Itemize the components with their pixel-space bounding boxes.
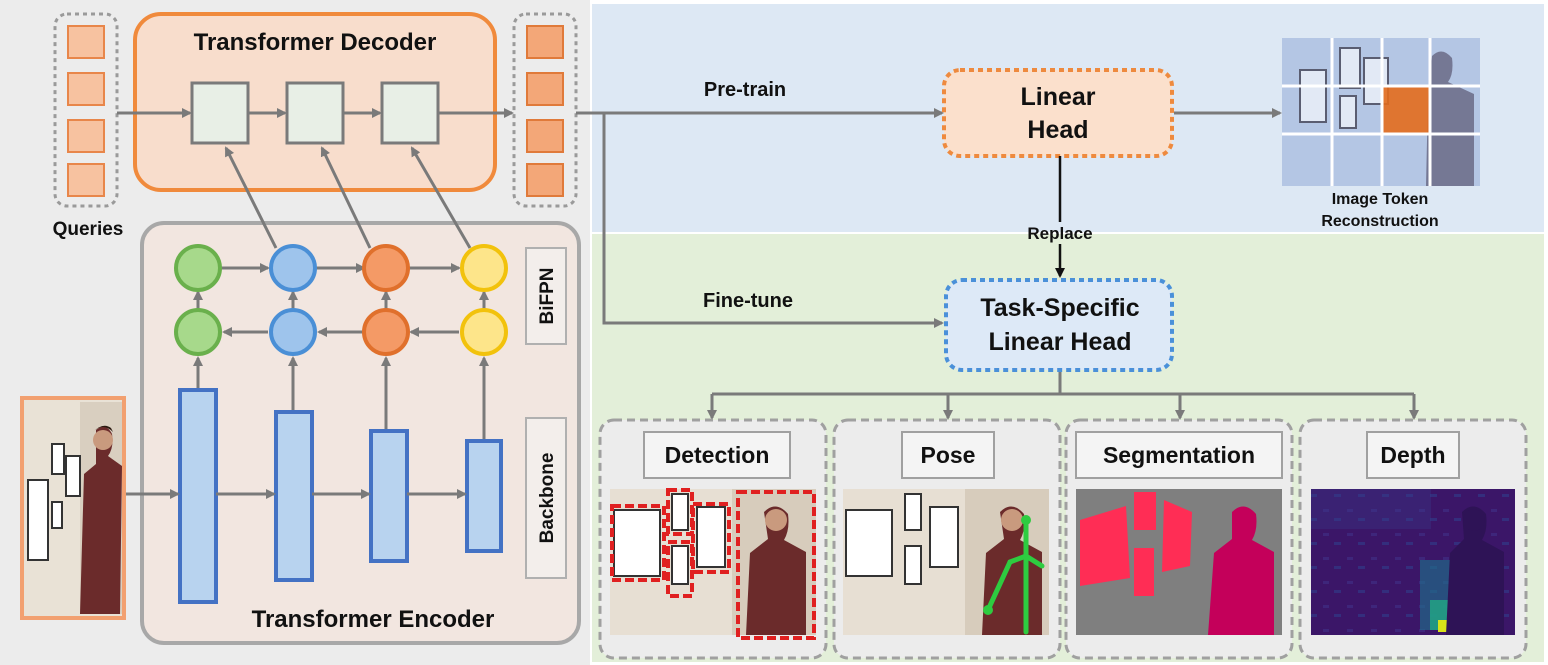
reconstruction-line1: Image Token bbox=[1332, 191, 1429, 208]
bifpn-arrows bbox=[193, 263, 489, 440]
task-panel-segmentation: Segmentation bbox=[1064, 418, 1294, 660]
detection-boxes bbox=[610, 488, 816, 640]
linear-head-line2: Head bbox=[1027, 116, 1088, 144]
backbone-label-box bbox=[525, 417, 567, 579]
replace-label: Replace bbox=[1027, 224, 1092, 243]
task-label-segmentation: Segmentation bbox=[1103, 442, 1255, 468]
reconstruction-grid bbox=[1282, 38, 1480, 186]
output-tokens-group bbox=[512, 12, 578, 208]
task-panel-pose: Pose bbox=[832, 418, 1062, 660]
linear-head-box bbox=[942, 68, 1174, 158]
backbone-label: Backbone bbox=[537, 453, 558, 544]
queries-label: Queries bbox=[53, 219, 124, 240]
bifpn-label-box bbox=[525, 247, 567, 345]
segmentation-masks bbox=[1080, 492, 1192, 596]
bifpn-nodes bbox=[174, 244, 508, 356]
task-panel-depth: Depth bbox=[1298, 418, 1528, 660]
encoder-title: Transformer Encoder bbox=[252, 606, 495, 633]
reconstruction-line2: Reconstruction bbox=[1321, 213, 1438, 230]
pose-skeleton bbox=[985, 517, 1045, 635]
task-label-detection: Detection bbox=[665, 442, 770, 468]
decoder-title: Transformer Decoder bbox=[194, 29, 437, 56]
queries-group bbox=[53, 12, 119, 208]
task-label-depth: Depth bbox=[1380, 442, 1445, 468]
bifpn-label: BiFPN bbox=[537, 268, 558, 325]
task-head-line2: Linear Head bbox=[988, 328, 1131, 356]
task-panel-detection: Detection bbox=[598, 418, 828, 660]
input-image bbox=[20, 396, 126, 620]
pretrain-label: Pre-train bbox=[704, 79, 786, 101]
decoder-layers bbox=[190, 81, 440, 145]
encoder-to-decoder-arrows bbox=[224, 146, 472, 249]
linear-head-line1: Linear bbox=[1020, 83, 1095, 111]
flow-arrows bbox=[576, 108, 1419, 420]
task-head-line1: Task-Specific bbox=[980, 294, 1139, 322]
finetune-label: Fine-tune bbox=[703, 290, 793, 312]
task-label-pose: Pose bbox=[921, 442, 976, 468]
task-head-box bbox=[944, 278, 1174, 372]
output-tokens bbox=[526, 25, 564, 197]
backbone-stages bbox=[178, 388, 503, 604]
query-tokens bbox=[67, 25, 105, 197]
